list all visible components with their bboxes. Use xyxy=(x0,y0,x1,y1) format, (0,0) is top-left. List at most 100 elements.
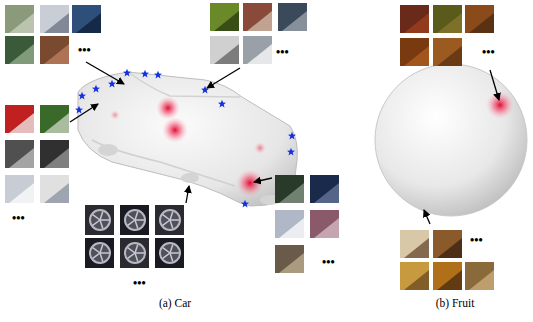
patch-texture xyxy=(314,218,339,238)
wheel-spoke xyxy=(93,253,100,258)
image-patch xyxy=(465,5,494,33)
image-patch xyxy=(275,210,304,238)
keypoint-star xyxy=(75,106,83,114)
fruit-mesh xyxy=(375,64,527,216)
keypoint-star xyxy=(218,100,226,108)
patch-texture xyxy=(9,113,34,133)
subfigure-caption: (a) Car xyxy=(159,298,191,310)
wheel-spoke xyxy=(100,253,103,262)
image-patch xyxy=(5,105,34,133)
ellipsis: ••• xyxy=(276,46,289,58)
image-patch xyxy=(5,175,34,203)
image-patch xyxy=(40,175,69,203)
image-patch xyxy=(40,5,69,33)
keypoint-star xyxy=(78,92,86,100)
keypoint-star xyxy=(288,132,296,140)
leader-arrow xyxy=(86,62,124,84)
wheel-patch xyxy=(85,238,114,268)
wheel-spoke xyxy=(163,253,170,258)
wheel-spoke xyxy=(100,220,103,229)
image-patch xyxy=(433,38,462,66)
image-patch xyxy=(40,140,69,168)
image-patch xyxy=(400,5,429,33)
patch-texture xyxy=(437,46,462,66)
wheel-spoke xyxy=(128,215,135,220)
image-patch xyxy=(210,3,239,31)
leader-arrow xyxy=(70,104,98,122)
keypoint-star xyxy=(123,69,131,77)
image-patch xyxy=(433,5,462,33)
keypoint-star xyxy=(287,148,295,156)
keypoint-star xyxy=(108,80,116,88)
patch-texture xyxy=(44,44,69,64)
patch-texture xyxy=(469,270,494,290)
image-patch xyxy=(72,5,101,33)
image-patch xyxy=(40,36,69,64)
wheel-patch xyxy=(120,238,149,268)
patch-texture xyxy=(282,11,307,31)
patch-texture xyxy=(404,13,429,33)
patch-texture xyxy=(404,238,429,258)
wheel-spoke xyxy=(135,219,144,221)
image-patches xyxy=(5,3,494,290)
leader-arrow xyxy=(186,186,189,203)
wheel-spoke xyxy=(128,253,135,258)
wheel-spoke xyxy=(170,244,173,253)
patch-texture xyxy=(437,13,462,33)
wheel-spoke xyxy=(100,244,103,253)
image-patch xyxy=(5,140,34,168)
patch-texture xyxy=(44,148,69,168)
wheel-rim xyxy=(90,243,110,263)
image-patch xyxy=(243,36,272,64)
patch-texture xyxy=(279,218,304,238)
wheel-spoke xyxy=(100,219,109,221)
image-patch xyxy=(275,245,304,273)
patch-texture xyxy=(44,113,69,133)
image-patch xyxy=(400,230,429,258)
wheel-rim xyxy=(160,210,180,230)
image-patch xyxy=(433,230,462,258)
wheel-spoke xyxy=(93,220,100,225)
ellipsis: ••• xyxy=(470,234,483,246)
keypoint-stars xyxy=(75,69,296,208)
leader-arrow xyxy=(424,210,430,224)
patch-texture xyxy=(9,148,34,168)
wheel-spoke xyxy=(170,219,179,221)
image-patch xyxy=(243,3,272,31)
patch-texture xyxy=(437,270,462,290)
wheel-spoke xyxy=(128,248,135,253)
patch-texture xyxy=(247,11,272,31)
wheel-spoke xyxy=(100,211,103,220)
patch-texture xyxy=(279,183,304,203)
car-mesh xyxy=(78,72,297,206)
patch-texture xyxy=(404,46,429,66)
patch-texture xyxy=(9,183,34,203)
wheel-spoke xyxy=(135,211,138,220)
patch-texture xyxy=(469,13,494,33)
patch-texture xyxy=(404,270,429,290)
wheel-spoke xyxy=(135,220,138,229)
wheel-patch xyxy=(155,205,184,235)
ellipsis: ••• xyxy=(133,277,146,289)
patch-texture xyxy=(247,44,272,64)
leader-arrow xyxy=(207,68,240,88)
wheel-spoke xyxy=(93,248,100,253)
ellipsis: ••• xyxy=(482,46,495,58)
image-patch xyxy=(5,5,34,33)
keypoint-star xyxy=(141,70,149,78)
wheel-spoke xyxy=(135,253,138,262)
wheel-spoke xyxy=(100,252,109,254)
ellipsis: ••• xyxy=(12,212,25,224)
wheel-patch xyxy=(120,205,149,235)
wheel-spoke xyxy=(170,211,173,220)
subfigure-caption: (b) Fruit xyxy=(436,298,475,310)
image-patch xyxy=(310,175,339,203)
image-patch xyxy=(400,262,429,290)
patch-texture xyxy=(44,183,69,203)
ellipsis: ••• xyxy=(322,256,335,268)
wheel-rim xyxy=(90,210,110,230)
keypoint-star xyxy=(154,71,162,79)
image-patch xyxy=(275,175,304,203)
patch-texture xyxy=(9,44,34,64)
image-patch xyxy=(400,38,429,66)
